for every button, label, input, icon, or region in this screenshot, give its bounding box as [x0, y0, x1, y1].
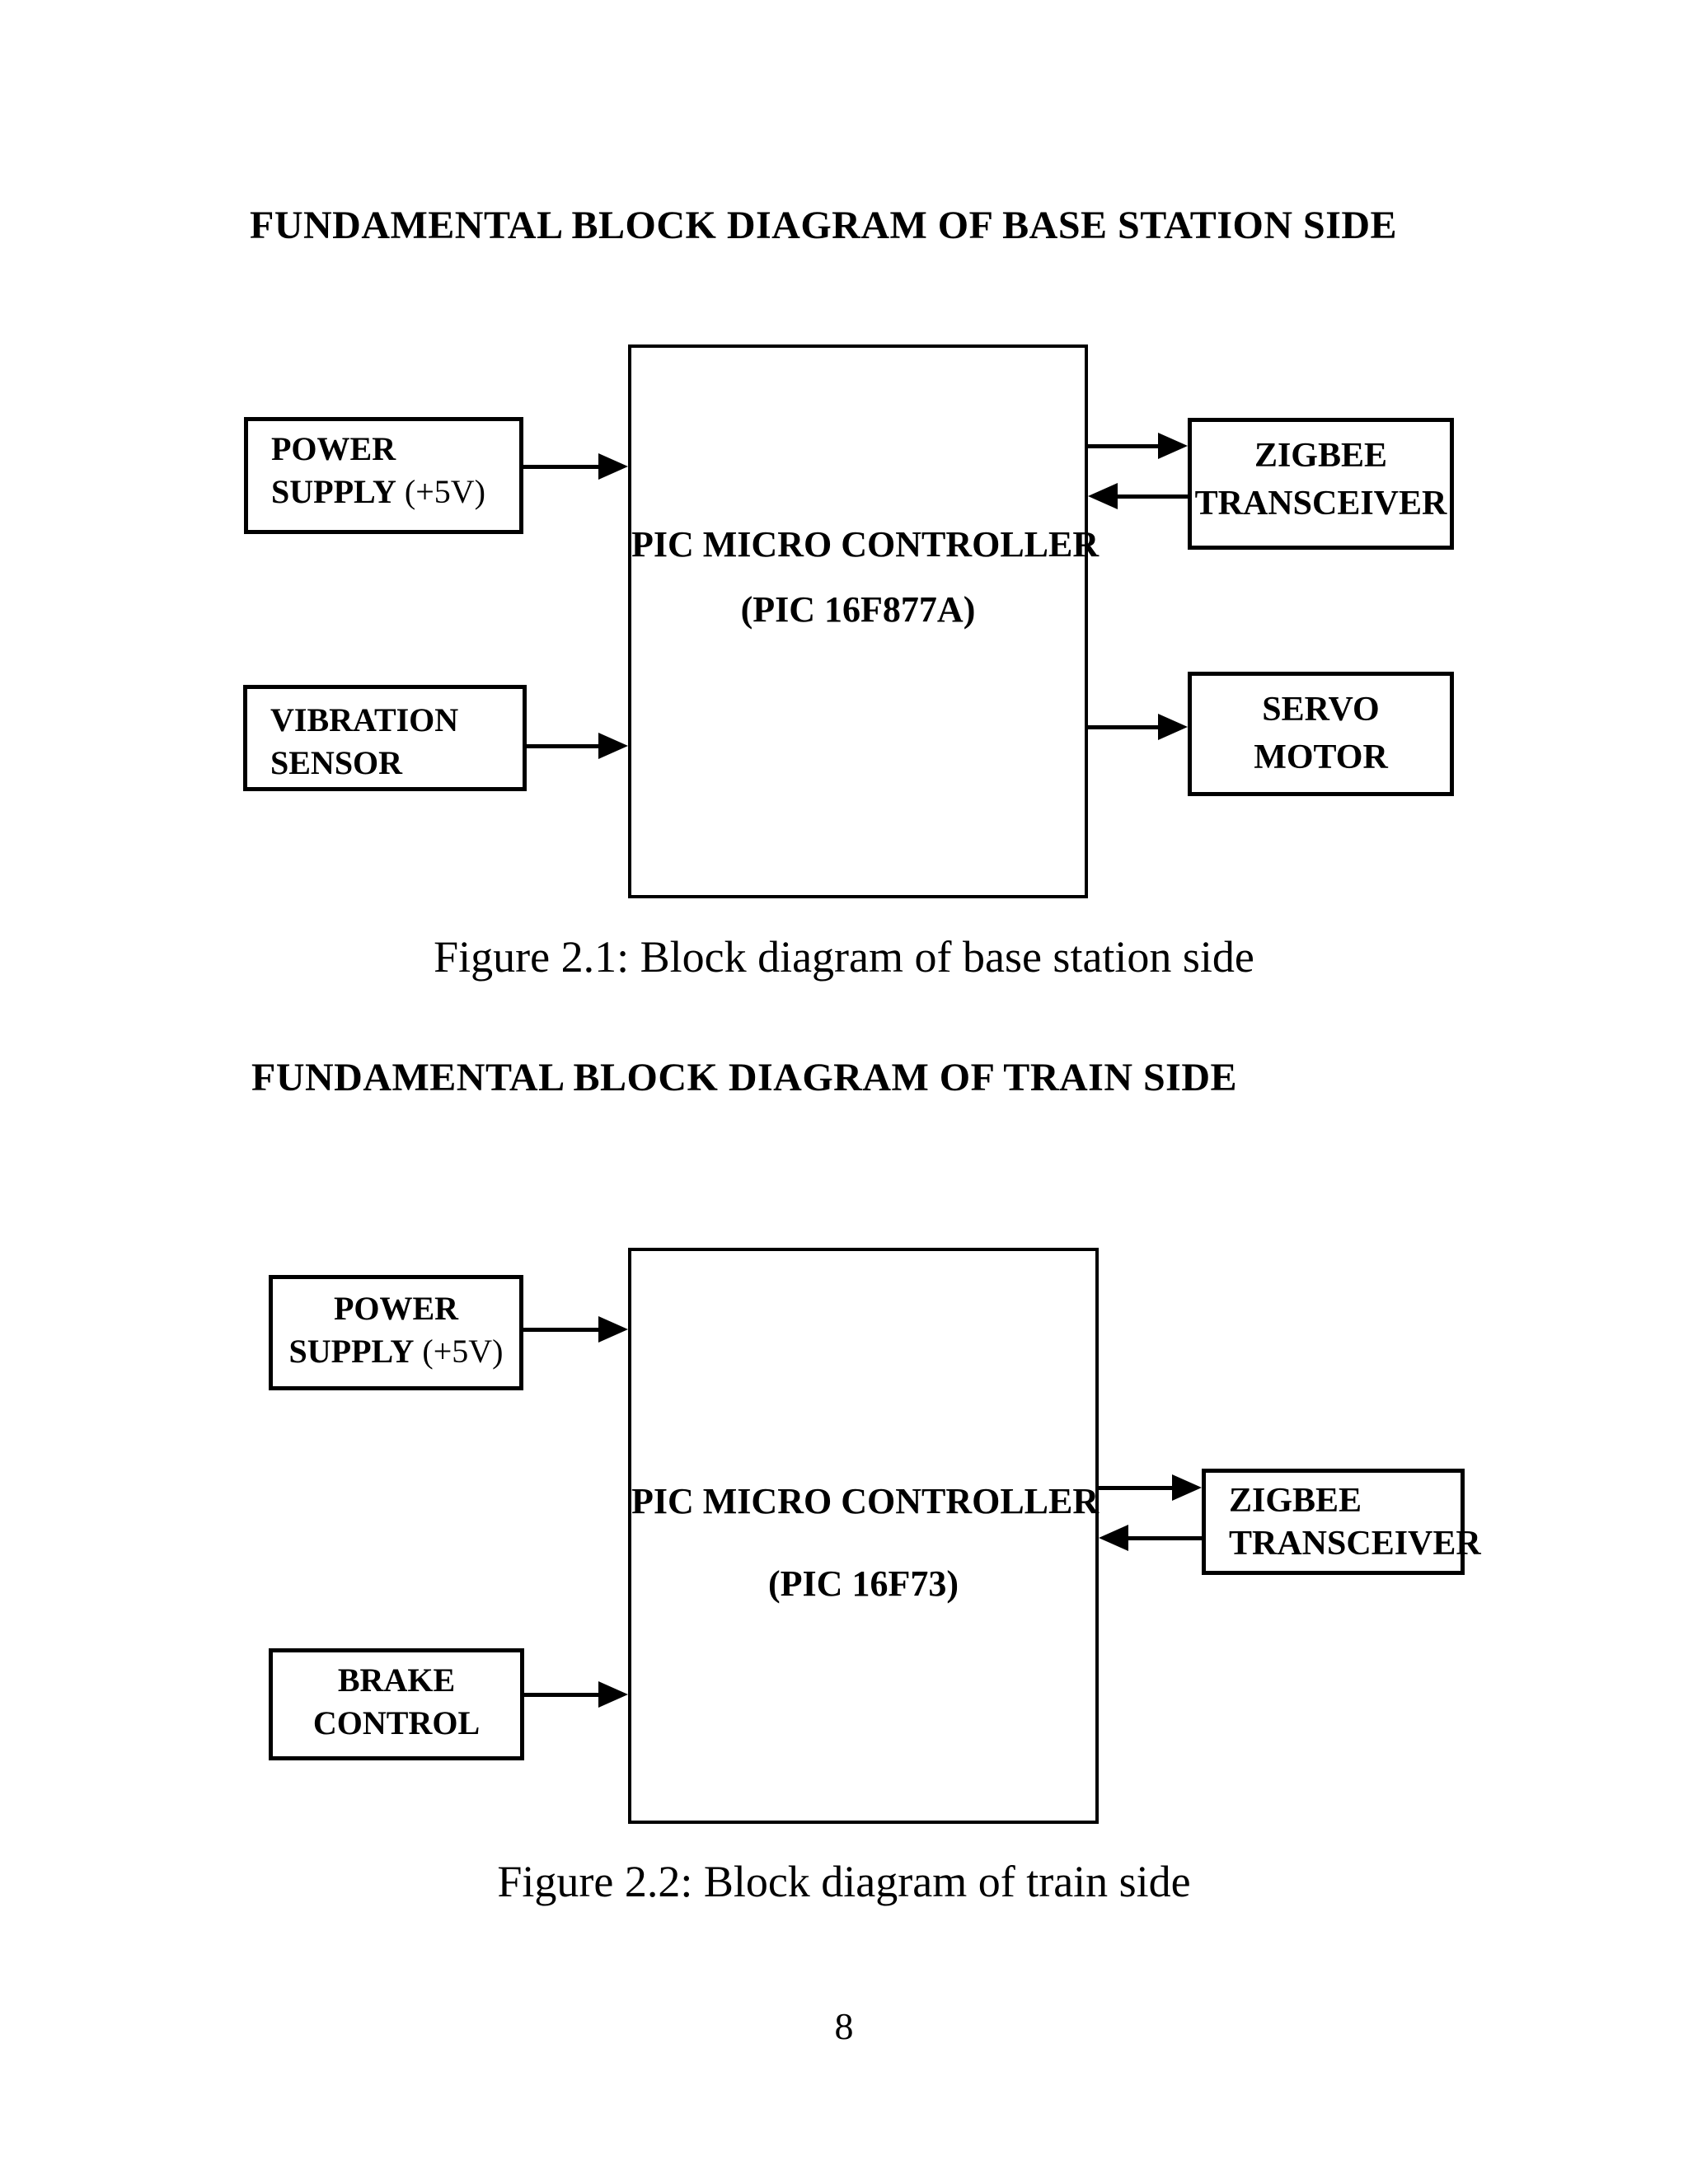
arrowhead-right-icon	[1158, 433, 1188, 459]
node-pic-controller-train: PIC MICRO CONTROLLER (PIC 16F73)	[628, 1248, 1099, 1824]
arrowhead-right-icon	[1158, 714, 1188, 740]
power-supply-label-line2: SUPPLY(+5V)	[288, 1333, 504, 1370]
arrow-line	[523, 1328, 601, 1332]
arrow-line	[1099, 1486, 1175, 1490]
arrow-power-supply-to-controller	[523, 453, 628, 480]
node-power-supply-base: POWER SUPPLY(+5V)	[244, 417, 523, 534]
zigbee-label-line2: TRANSCEIVER	[1194, 485, 1447, 523]
arrowhead-right-icon	[1172, 1474, 1202, 1501]
figure-2-1-caption: Figure 2.1: Block diagram of base statio…	[434, 932, 1254, 982]
arrow-brake-control-to-controller	[524, 1681, 628, 1708]
pic-controller-label: PIC MICRO CONTROLLER	[631, 1481, 1100, 1521]
node-pic-controller-base: PIC MICRO CONTROLLER (PIC 16F877A)	[628, 344, 1100, 898]
base-station-diagram-title: FUNDAMENTAL BLOCK DIAGRAM OF BASE STATIO…	[250, 204, 1398, 247]
zigbee-label-line1: ZIGBEE	[1254, 437, 1388, 475]
arrow-controller-to-zigbee	[1088, 433, 1188, 459]
node-zigbee-transceiver-base: ZIGBEE TRANSCEIVER	[1188, 418, 1454, 550]
vibration-sensor-label-line2: SENSOR	[270, 744, 403, 781]
power-supply-label-line1: POWER	[271, 430, 396, 467]
node-power-supply-train: POWER SUPPLY(+5V)	[269, 1275, 523, 1390]
arrow-line	[1115, 494, 1188, 499]
arrowhead-left-icon	[1099, 1525, 1128, 1551]
servo-motor-label-line1: SERVO	[1262, 691, 1380, 729]
vibration-sensor-label-line1: VIBRATION	[270, 701, 459, 738]
zigbee-label-line2: TRANSCEIVER	[1229, 1525, 1481, 1563]
arrow-power-supply-to-controller-train	[523, 1316, 628, 1343]
servo-motor-label-line2: MOTOR	[1254, 738, 1388, 776]
arrow-line	[523, 465, 601, 469]
arrow-line	[1088, 444, 1160, 448]
arrowhead-right-icon	[598, 453, 628, 480]
arrowhead-left-icon	[1088, 483, 1118, 509]
power-supply-label-line1: POWER	[333, 1290, 459, 1327]
node-servo-motor: SERVO MOTOR	[1188, 672, 1454, 796]
arrowhead-right-icon	[598, 1681, 628, 1708]
brake-control-label-line2: CONTROL	[312, 1704, 481, 1741]
arrow-line	[1126, 1536, 1202, 1540]
arrow-zigbee-to-controller	[1088, 483, 1188, 509]
arrow-vibration-sensor-to-controller	[527, 733, 628, 759]
node-vibration-sensor: VIBRATION SENSOR	[243, 685, 527, 791]
zigbee-label-line1: ZIGBEE	[1229, 1482, 1362, 1520]
pic-controller-label: PIC MICRO CONTROLLER	[631, 524, 1100, 565]
arrow-zigbee-to-controller-train	[1099, 1525, 1202, 1551]
arrowhead-right-icon	[598, 1316, 628, 1343]
arrow-controller-to-servo-motor	[1088, 714, 1188, 740]
arrow-line	[527, 744, 601, 748]
arrowhead-right-icon	[598, 733, 628, 759]
node-brake-control: BRAKE CONTROL	[269, 1648, 524, 1760]
arrow-line	[524, 1693, 601, 1697]
page-number: 8	[834, 2005, 854, 2047]
power-supply-label-line2: SUPPLY(+5V)	[271, 473, 485, 510]
pic-controller-part-number: (PIC 16F73)	[768, 1563, 959, 1604]
node-zigbee-transceiver-train: ZIGBEE TRANSCEIVER	[1202, 1469, 1481, 1575]
train-side-diagram-title: FUNDAMENTAL BLOCK DIAGRAM OF TRAIN SIDE	[251, 1056, 1238, 1099]
arrow-controller-to-zigbee-train	[1099, 1474, 1202, 1501]
figure-2-2-caption: Figure 2.2: Block diagram of train side	[497, 1857, 1191, 1906]
brake-control-label-line1: BRAKE	[337, 1661, 456, 1699]
arrow-line	[1088, 725, 1160, 729]
pic-controller-part-number: (PIC 16F877A)	[740, 589, 976, 630]
